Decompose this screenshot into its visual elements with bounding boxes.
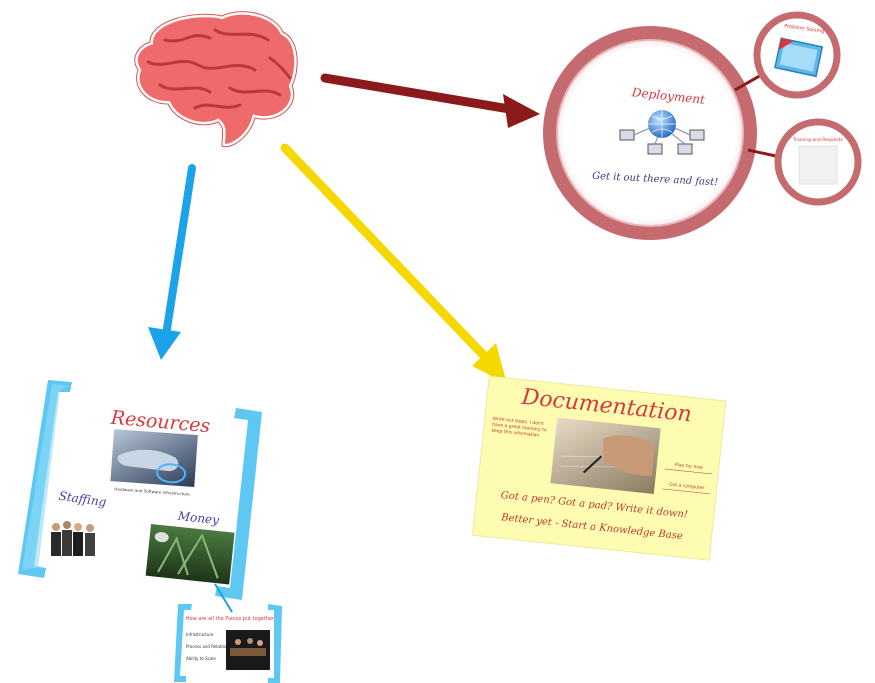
pieces-title: How are all the Pieces put together (186, 616, 275, 622)
resources-frame[interactable]: Resources Hardware and Software Infrastr… (18, 380, 262, 613)
meeting-photo (226, 630, 270, 670)
right-bracket (215, 408, 262, 600)
pieces-item-3: Ability to Scale (186, 656, 216, 661)
pieces-item-1: Infrastructure (186, 632, 214, 637)
money-label: Money (176, 509, 220, 527)
arrow-to-documentation (280, 143, 507, 384)
resources-caption: Hardware and Software Infrastructure (114, 486, 190, 496)
blank-thumbnail (798, 145, 838, 185)
arrow-to-deployment (320, 73, 540, 128)
documentation-note-right-1: Plan for how (675, 462, 704, 471)
resources-connector (214, 583, 233, 613)
staff-photo (46, 515, 102, 561)
network-globe-icon (619, 110, 705, 155)
problem-solving-title: Problem Solving (784, 23, 825, 35)
hand-mouse-photo (110, 429, 198, 487)
documentation-card[interactable]: Documentation Write out steps. I don't h… (471, 375, 727, 561)
pieces-item-2: Process and Relationship Complexity (186, 644, 260, 649)
writing-photo (550, 417, 661, 494)
documentation-note-right-2: Got a computer (669, 482, 705, 492)
training-requests-node[interactable]: Training and Requests (774, 118, 862, 206)
problem-solving-node[interactable]: Problem Solving (753, 11, 841, 99)
brain-icon (131, 8, 301, 150)
deployment-node[interactable]: Deployment Get it out there and fast! (543, 26, 757, 240)
pieces-frame[interactable]: How are all the Pieces put together Infr… (174, 604, 282, 683)
left-bracket (18, 380, 72, 578)
money-photo (145, 523, 235, 585)
training-requests-title: Training and Requests (792, 137, 843, 143)
screen-thumbnail (774, 37, 824, 78)
staffing-label: Staffing (58, 489, 108, 510)
arrow-to-resources (148, 164, 196, 360)
